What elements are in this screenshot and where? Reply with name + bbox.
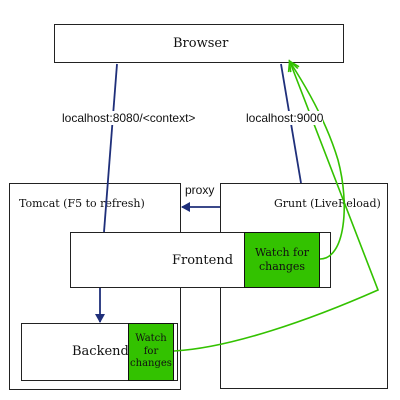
proxy-label: proxy <box>185 183 215 197</box>
backend-watch-box: Watch for changes <box>128 323 174 381</box>
browser-to-frontend-line <box>103 63 118 233</box>
browser-box: Browser <box>54 24 344 63</box>
backend-label: Backend <box>72 344 129 359</box>
grunt-label: Grunt (LiveReload) <box>274 197 381 210</box>
grunt-url-label: localhost:9000 <box>246 111 324 125</box>
backend-watch-label: Watch for changes <box>130 333 172 370</box>
frontend-livereload-line <box>290 62 346 260</box>
frontend-watch-box: Watch for changes <box>244 232 320 288</box>
tomcat-label: Tomcat (F5 to refresh) <box>19 197 145 210</box>
frontend-watch-label: Watch for changes <box>254 246 310 273</box>
frontend-label: Frontend <box>172 253 234 268</box>
browser-label: Browser <box>173 36 229 51</box>
tomcat-url-label: localhost:8080/<context> <box>62 111 196 125</box>
backend-livereload-line <box>173 62 380 352</box>
